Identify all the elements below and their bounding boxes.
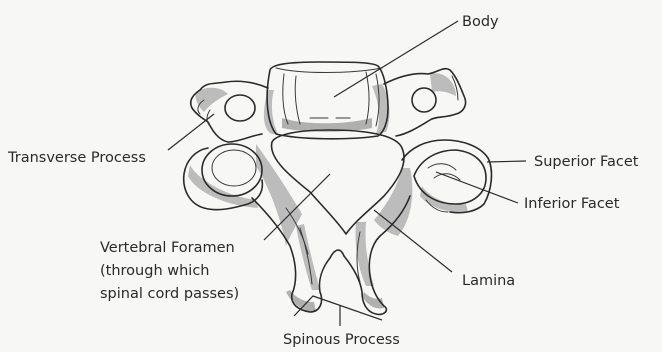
label-lamina: Lamina (462, 273, 515, 289)
right-transverse-process (384, 69, 466, 136)
leader-inferior-facet (436, 172, 518, 203)
label-body: Body (462, 14, 499, 30)
label-vertebral-foramen-line3: spinal cord passes) (100, 286, 239, 302)
bone-shading (188, 73, 468, 312)
label-vertebral-foramen-line1: Vertebral Foramen (100, 240, 235, 256)
label-transverse-process: Transverse Process (7, 150, 146, 166)
leader-superior-facet (487, 161, 526, 162)
vertebra-illustration (184, 62, 492, 314)
leader-transverse-process (168, 114, 214, 150)
label-vertebral-foramen-line2: (through which (100, 263, 209, 279)
label-inferior-facet: Inferior Facet (524, 196, 620, 212)
leader-lamina (374, 210, 452, 272)
label-superior-facet: Superior Facet (534, 154, 639, 170)
label-spinous-process: Spinous Process (283, 332, 400, 348)
